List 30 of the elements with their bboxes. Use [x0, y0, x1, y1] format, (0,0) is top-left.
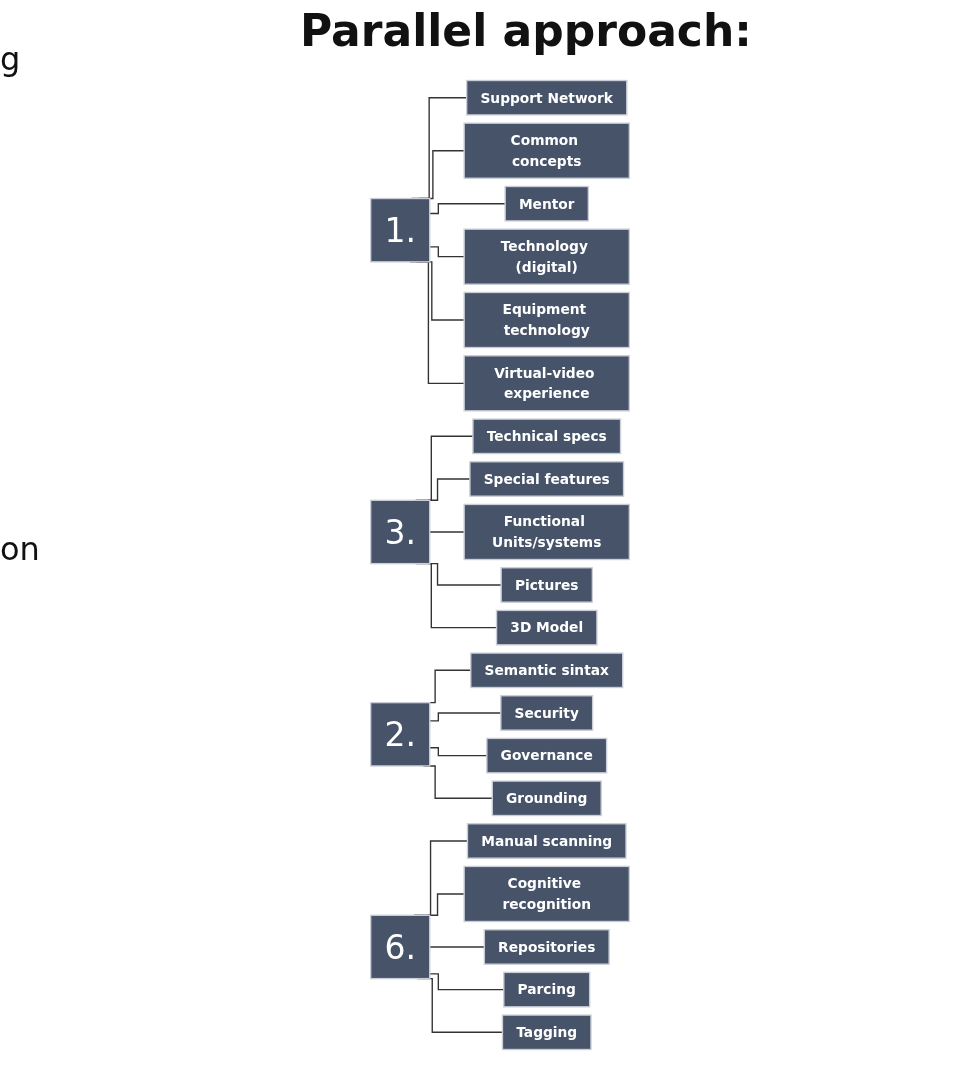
node-box: 3. [370, 499, 431, 565]
label-text: g [0, 40, 21, 78]
node-box: Pictures [500, 567, 593, 603]
node-box: Equipment technology [463, 291, 630, 349]
node-box: 3D Model [495, 609, 598, 646]
node-box: Technology (digital) [463, 228, 630, 285]
connector [429, 246, 465, 258]
node-box: Security [500, 695, 594, 731]
node-box: Mentor [504, 185, 589, 222]
node-box: Technical specs [472, 418, 622, 455]
node-box: 2. [370, 701, 431, 767]
node-box: Common concepts [463, 122, 630, 179]
node-box: 1. [370, 197, 431, 263]
node-box: Manual scanning [466, 823, 627, 859]
node-box: Tagging [501, 1014, 592, 1051]
node-box: Special features [469, 461, 625, 497]
node-box: Virtual-video experience [463, 355, 630, 412]
node-box: Semantic sintax [470, 652, 624, 689]
label-text: on [0, 530, 40, 568]
node-box: 6. [370, 914, 431, 980]
title: Parallel approach: [300, 5, 752, 56]
node-box: Support Network [466, 79, 628, 116]
node-box: Governance [486, 737, 608, 774]
node-box: Cognitive recognition [463, 865, 630, 923]
node-box: Repositories [483, 929, 610, 965]
node-box: Functional Units/systems [463, 503, 630, 561]
connector [429, 203, 506, 215]
node-box: Parcing [503, 971, 591, 1008]
connector [429, 531, 465, 533]
node-box: Grounding [491, 780, 602, 817]
